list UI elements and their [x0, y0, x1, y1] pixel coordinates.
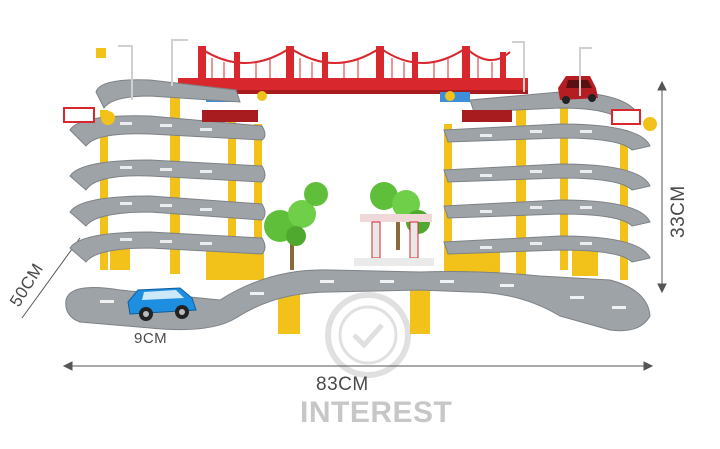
blue-toy-car: [127, 287, 197, 321]
suspension-bridge: [178, 46, 528, 102]
racing-banner-right: [462, 110, 512, 122]
street-lights: [118, 39, 592, 100]
track-width-dimension-label: 9CM: [134, 330, 168, 347]
dimension-lines: [21, 80, 667, 371]
height-dimension-label: 33CM: [668, 185, 689, 238]
red-toy-car: [558, 76, 598, 104]
watermark-badge-icon: [325, 292, 411, 378]
left-track-tower: [63, 48, 266, 280]
tree-icon: [264, 182, 328, 270]
right-track-tower: [443, 91, 657, 280]
racing-banner-left: [202, 110, 258, 122]
width-dimension-label: 83CM: [316, 374, 369, 395]
watermark-text: INTEREST: [300, 396, 453, 429]
lower-track: [65, 269, 651, 334]
gas-station: [354, 214, 434, 266]
